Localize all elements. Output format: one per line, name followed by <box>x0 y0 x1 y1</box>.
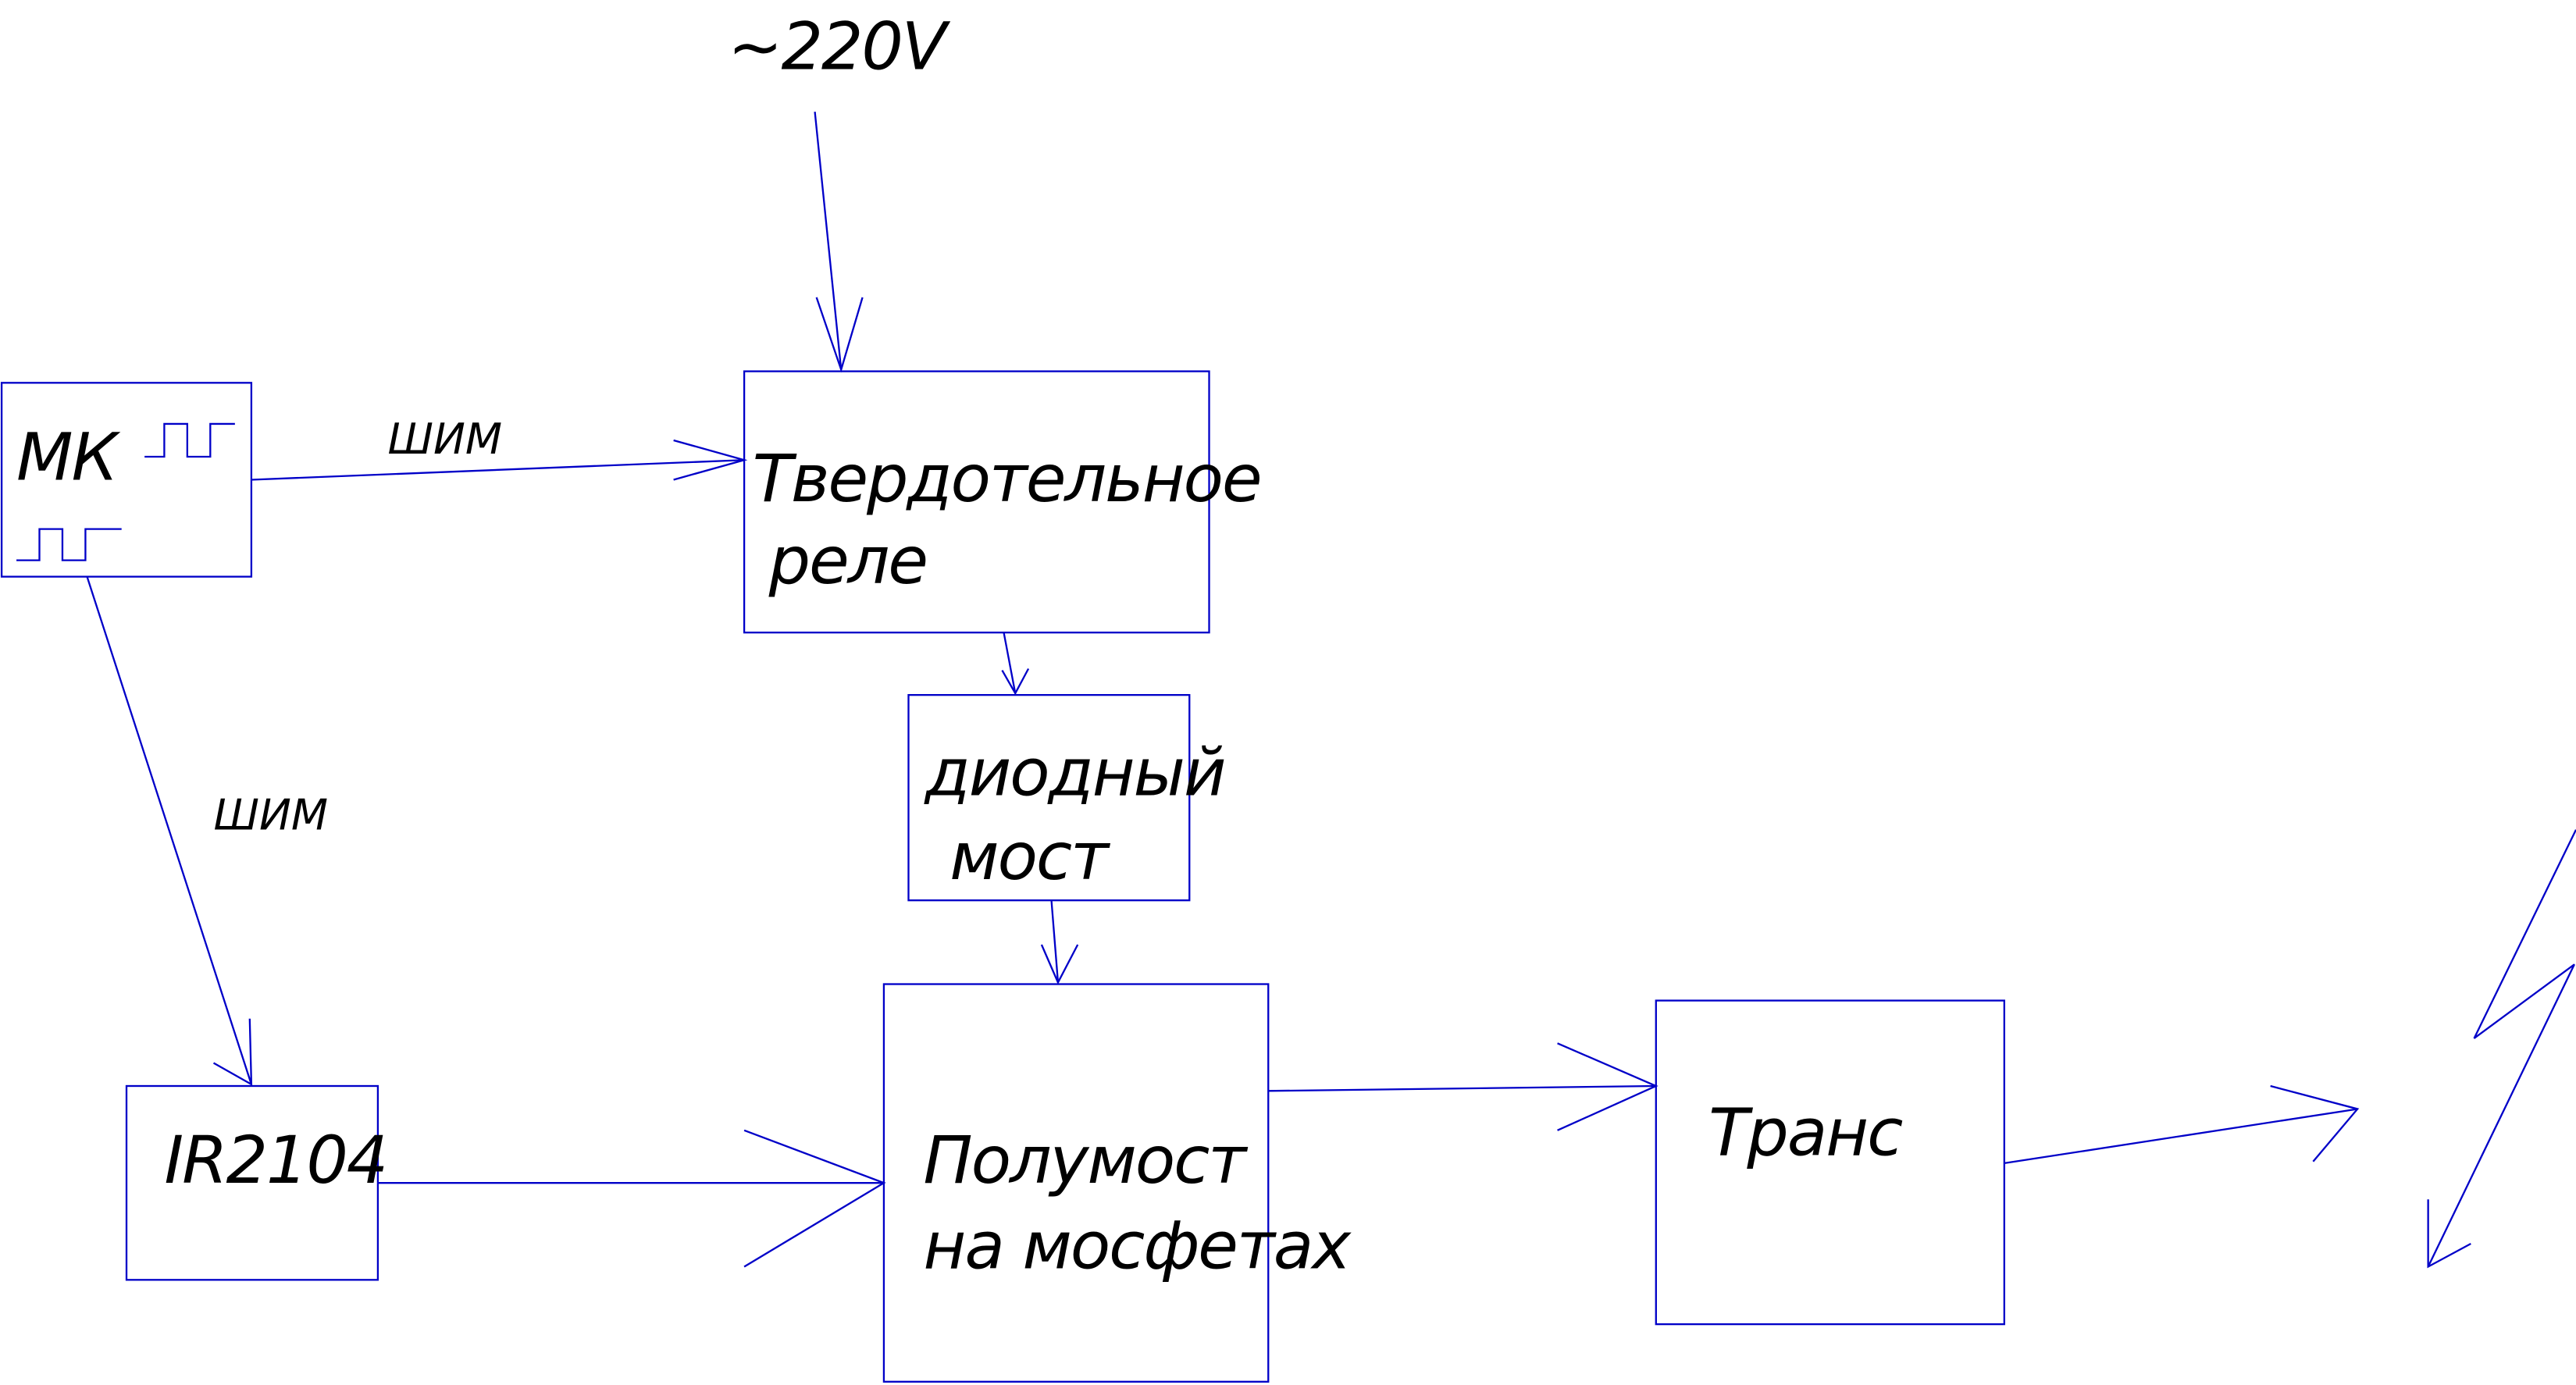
pwm-label-top: ШИМ <box>388 414 503 464</box>
relay-label-line2: реле <box>768 522 927 599</box>
bridge-to-halfbridge-arrow <box>1040 900 1079 985</box>
relay-label-line1: Твердотельное <box>753 440 1261 517</box>
lightning-icon <box>2427 829 2576 1269</box>
supply-arrow <box>814 111 864 373</box>
driver-to-halfbridge-arrow <box>377 1129 886 1268</box>
pwm-to-driver-arrow <box>86 576 253 1086</box>
pwm-waveform-icon <box>16 528 122 561</box>
pwm-waveform-icon <box>144 422 235 458</box>
half-bridge-label-line1: Полумост <box>923 1122 1249 1198</box>
transformer-block: Транс <box>1655 999 2005 1326</box>
relay-block: Твердотельное реле <box>743 370 1263 634</box>
mcu-block: МК <box>0 382 253 578</box>
half-bridge-label-line2: на мосфетах <box>923 1208 1352 1284</box>
diode-bridge-label-line2: мост <box>950 818 1111 895</box>
driver-label: IR2104 <box>164 1122 387 1198</box>
diode-bridge-block: диодный мост <box>907 693 1227 902</box>
diode-bridge-label-line1: диодный <box>924 735 1225 811</box>
halfbridge-to-trans-arrow <box>1268 1042 1659 1131</box>
trans-output-arrow <box>2004 1084 2360 1165</box>
pwm-label-left: ШИМ <box>214 790 329 840</box>
supply-label: ~220V <box>728 8 951 84</box>
relay-to-bridge-arrow <box>1001 632 1030 696</box>
transformer-label: Транс <box>1708 1094 1903 1170</box>
driver-block: IR2104 <box>125 1084 388 1281</box>
mcu-label: МК <box>16 418 120 495</box>
half-bridge-block: Полумост на мосфетах <box>882 983 1353 1383</box>
